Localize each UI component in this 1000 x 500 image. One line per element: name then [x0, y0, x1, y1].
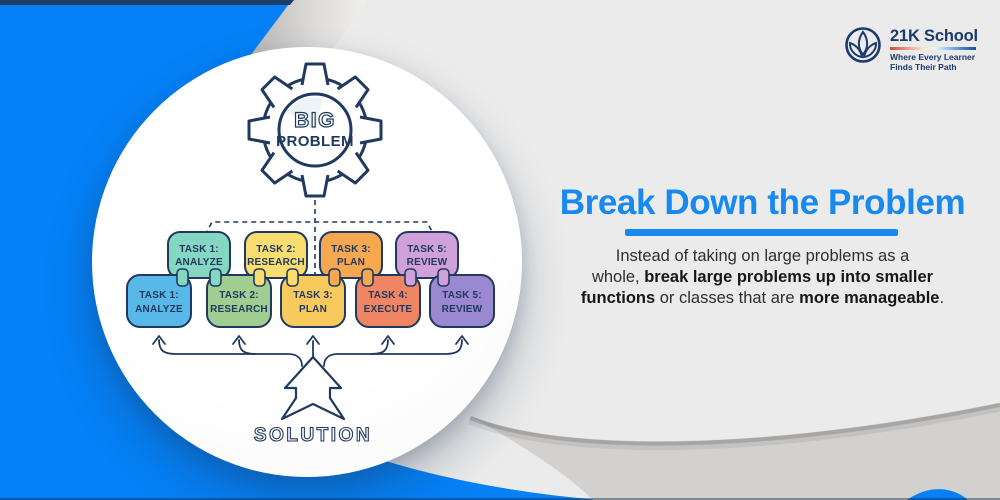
gray-curve-shadow-soft: [468, 402, 1000, 451]
body-line2-normal: whole,: [591, 268, 645, 286]
lotus-icon: [845, 27, 881, 63]
body-line1: Instead of taking on large problems as a: [615, 247, 910, 265]
brand-logo: 21K School Where Every Learner Finds The…: [843, 22, 993, 72]
page-title: Break Down the Problem: [559, 183, 966, 222]
diagram-circle: [92, 47, 522, 477]
body-line3-bold-b: more manageable: [799, 289, 940, 307]
gray-curve-shadow: [469, 403, 1000, 446]
body-line3-normal-a: or classes that are: [655, 289, 800, 307]
title-underline: [625, 229, 898, 236]
navy-top-strip: [0, 0, 294, 5]
brand-underline: [890, 47, 976, 50]
body-line2-bold: break large problems up into smaller: [644, 268, 934, 286]
brand-tagline-line1: Where Every Learner: [890, 52, 976, 62]
gray-curve-shape: [470, 403, 1000, 500]
blue-sliver-shape: [907, 489, 968, 500]
body-text: Instead of taking on large problems as a…: [555, 246, 970, 309]
body-line3-normal-b: .: [939, 289, 945, 307]
brand-tagline-line2: Finds Their Path: [890, 62, 957, 72]
body-line3-bold-a: functions: [580, 289, 656, 307]
brand-name: 21K School: [890, 27, 978, 45]
